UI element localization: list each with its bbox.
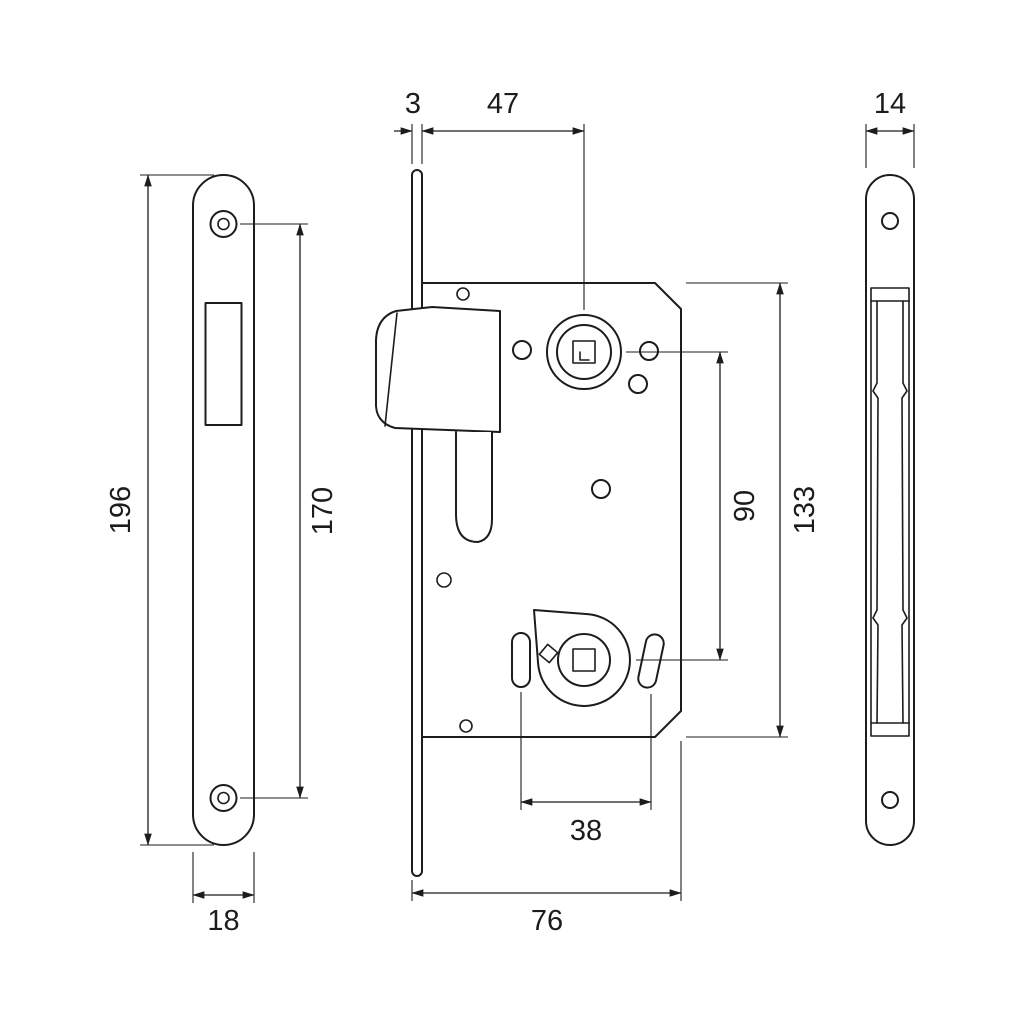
case-profile-outer (870, 287, 910, 737)
hole-below-right-of-follower (628, 374, 648, 394)
screw-hole-top (209, 210, 238, 238)
dim-label-follower-spacing: 90 (729, 490, 761, 522)
dim-label-screw-spacing: 170 (307, 487, 339, 535)
dim-label-overall-length: 196 (105, 486, 137, 534)
lock-case-outline (421, 282, 682, 738)
faceplate-side-view (865, 174, 915, 846)
dim-label-case-length: 133 (789, 486, 821, 534)
extension-lines-90 (626, 351, 728, 661)
dim-label-plate-width: 18 (207, 905, 239, 937)
rivet-top-left (456, 287, 470, 301)
slot-left (511, 632, 531, 688)
latch-bevel-line (384, 312, 398, 427)
side-screw-hole-bottom (881, 791, 899, 809)
lock-body-side-view (375, 169, 682, 877)
cam-detent (538, 643, 559, 664)
extension-lines-3 (411, 124, 423, 164)
dim-label-case-depth: 76 (531, 905, 563, 937)
rivet-mid-left (436, 572, 452, 588)
latch-bolt (375, 306, 501, 433)
hole-center-body (591, 479, 611, 499)
latch-window (204, 302, 243, 426)
faceplate-side-dimensions: 14 (865, 88, 915, 168)
hole-right-of-follower (639, 341, 659, 361)
slot-right (637, 633, 665, 689)
top-follower-detail (579, 351, 590, 361)
case-profile-right-edge (901, 300, 908, 724)
bottom-follower-square-hole (572, 648, 596, 672)
top-follower-square-hole (572, 340, 596, 364)
dim-label-faceplate-thickness: 3 (405, 88, 421, 120)
side-screw-hole-top (881, 212, 899, 230)
dim-label-slot-spacing: 38 (570, 815, 602, 847)
hole-left-of-follower (512, 340, 532, 360)
extension-lines-133 (686, 282, 788, 738)
rivet-bottom-left (459, 719, 473, 733)
bottom-follower-hub (557, 633, 611, 687)
dim-label-backset: 47 (487, 88, 519, 120)
top-follower-inner (556, 324, 612, 380)
bottom-follower-cam (533, 609, 631, 707)
extension-lines-76 (411, 741, 682, 901)
screw-hole-bottom (209, 784, 238, 812)
extension-lines-196 (140, 174, 214, 846)
lock-body-dimensions: 3 47 90 133 38 76 (394, 88, 821, 937)
latch-tail (455, 431, 493, 543)
faceplate-front-dimensions: 196 170 18 (105, 174, 339, 937)
extension-lines-170 (240, 223, 308, 799)
screw-hole-bottom-inner (217, 791, 230, 805)
faceplate-front-view (192, 174, 255, 846)
screw-hole-top-inner (217, 217, 230, 231)
faceplate-outline (192, 174, 255, 846)
faceplate-edge (411, 169, 423, 877)
dim-label-side-plate-width: 14 (874, 88, 906, 120)
case-profile-left-edge (872, 300, 879, 724)
extension-lines-38 (520, 692, 652, 810)
side-plate-outline (865, 174, 915, 846)
top-follower-outer (546, 314, 622, 390)
